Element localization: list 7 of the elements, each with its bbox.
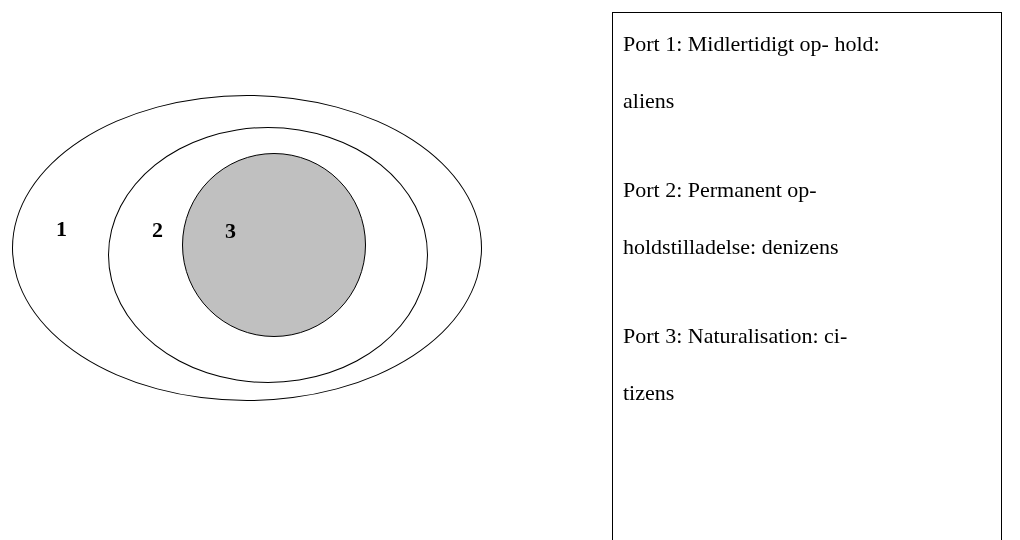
region-number: 2 (152, 217, 163, 243)
description-text: Port 1: Midlertidigt op- hold: aliens (623, 30, 881, 115)
description-text: Port 3: Naturalisation: ci- tizens (623, 322, 849, 407)
region-number: 3 (225, 218, 236, 244)
text-box (612, 12, 1002, 540)
description-text: Port 2: Permanent op- holdstilladelse: denizens (623, 176, 840, 261)
region-number: 1 (56, 216, 67, 242)
